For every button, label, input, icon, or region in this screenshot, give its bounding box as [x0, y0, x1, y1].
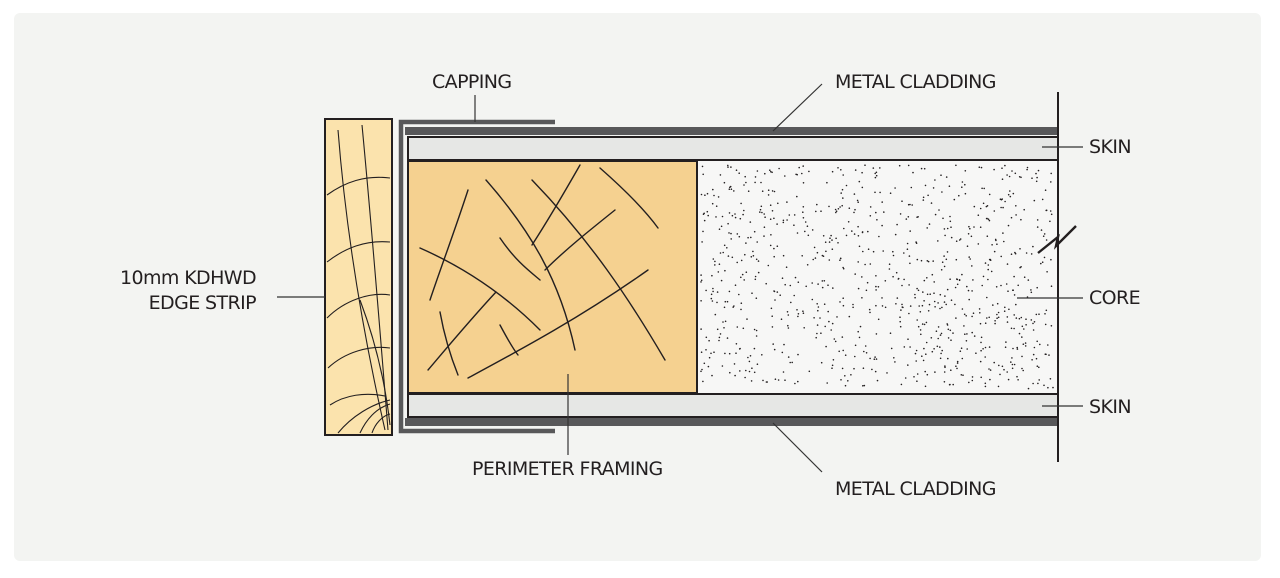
label-skin-bottom: SKIN [1089, 396, 1131, 418]
label-core: CORE [1089, 287, 1140, 309]
label-edge-strip-line2: EDGE STRIP [149, 292, 256, 314]
leader-metal-cladding-bottom [772, 422, 823, 473]
skin-top [407, 136, 1059, 161]
label-edge-strip-line1: 10mm KDHWD [120, 267, 256, 289]
label-perimeter-framing: PERIMETER FRAMING [472, 458, 663, 480]
break-symbol [1037, 225, 1077, 254]
label-capping: CAPPING [432, 71, 512, 93]
skin-bottom [407, 393, 1059, 418]
core-dots [700, 164, 1054, 390]
label-metal-cladding-top: METAL CLADDING [835, 71, 996, 93]
capping [398, 119, 555, 434]
core [697, 161, 1058, 393]
label-metal-cladding-bottom: METAL CLADDING [835, 478, 996, 500]
edge-strip-grain [326, 124, 391, 434]
leader-metal-cladding-top [772, 83, 823, 132]
metal-cladding-top [405, 127, 1058, 135]
perimeter-framing [407, 160, 698, 394]
edge-strip [324, 118, 393, 436]
metal-cladding-bottom [405, 418, 1058, 426]
framing-grain [419, 164, 666, 379]
label-skin-top: SKIN [1089, 136, 1131, 158]
